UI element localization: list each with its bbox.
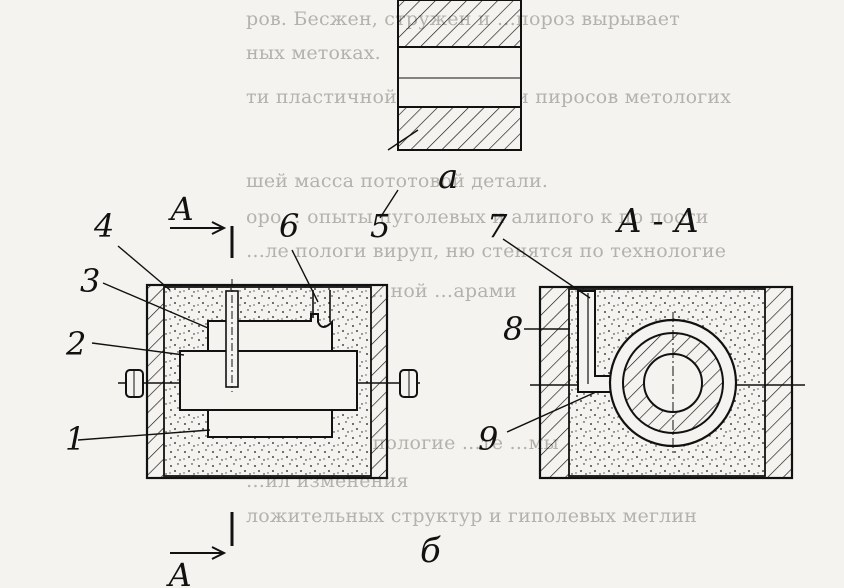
leader-5: [379, 129, 419, 219]
section-title: А - А: [615, 201, 699, 240]
callout-8: 8: [503, 310, 523, 348]
part-bottom-hatched: [397, 106, 522, 151]
section-arrow-top: [170, 221, 227, 235]
leader-2: [91, 342, 185, 356]
part-top-hatched: [397, 0, 522, 48]
core-cylinder: [179, 350, 358, 411]
callout-4: 4: [93, 207, 114, 245]
background-text-line: шей масса пототовой детали.: [246, 170, 549, 192]
callout-6: 6: [279, 207, 299, 245]
callout-2: 2: [65, 325, 86, 363]
leader-7: [502, 238, 591, 299]
background-text-line: ложительных структур и гиполевых меглин: [246, 505, 698, 527]
figure-b-mold: [77, 221, 420, 560]
section-aa-view: [502, 238, 805, 480]
callout-7: 7: [487, 207, 508, 245]
section-arrow-bottom: [170, 546, 227, 560]
riser-channel: [312, 290, 331, 322]
figure-a-part: [397, 0, 522, 151]
leader-3: [102, 282, 209, 329]
background-text-line: …ле пологи вируп, ню стенятся по техноло…: [246, 240, 727, 262]
part-middle: [397, 46, 522, 108]
leader-9: [506, 391, 597, 433]
callout-3: 3: [80, 262, 100, 300]
callout-9: 9: [478, 420, 498, 458]
figure-a-label: а: [438, 157, 458, 197]
background-text-line: ных метоках.: [246, 42, 381, 64]
lower-cavity: [207, 409, 333, 438]
leader-6: [291, 249, 319, 303]
figure-b-label: б: [420, 531, 441, 571]
background-text-line: оро… опыты пуголевых и алипого к по пост…: [246, 206, 709, 228]
section-letter-top: А: [168, 190, 194, 228]
section-letter-bottom: А: [166, 556, 192, 588]
upper-cavity: [207, 313, 333, 352]
leader-4: [117, 245, 171, 291]
leader-1: [77, 429, 211, 441]
callout-5: 5: [370, 207, 390, 245]
callout-1: 1: [65, 420, 85, 458]
